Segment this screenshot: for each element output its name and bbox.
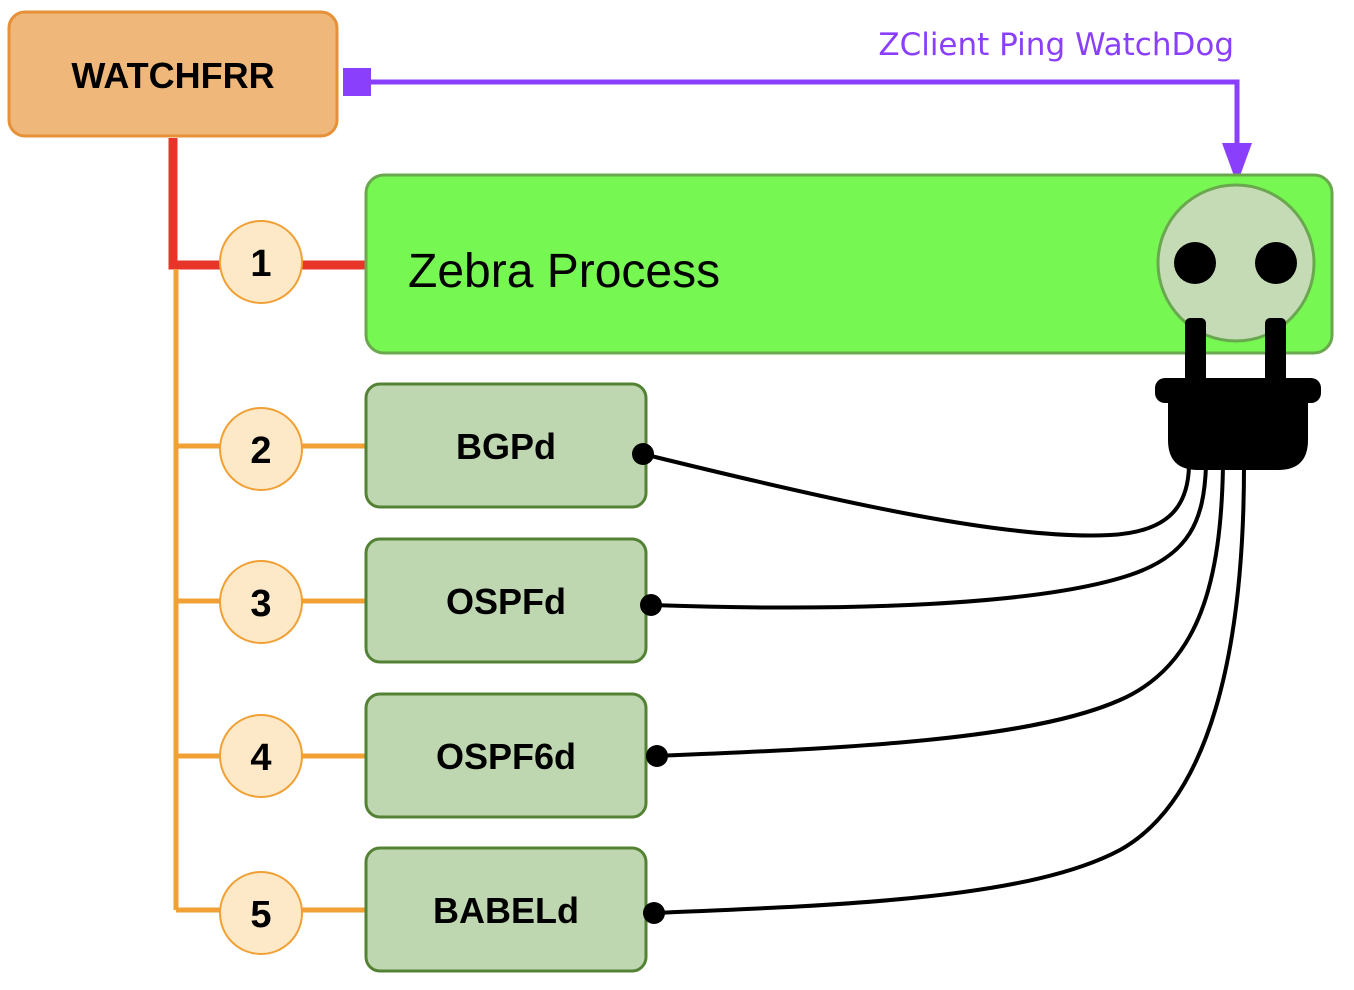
ping-link-line <box>368 79 1240 150</box>
power-plug-icon <box>1155 318 1321 470</box>
daemon-label: OSPF6d <box>436 736 576 777</box>
ping-link-label: ZClient Ping WatchDog <box>878 27 1234 63</box>
badge-3: 3 <box>219 560 303 644</box>
badge-number: 4 <box>250 737 271 779</box>
badge-1: 1 <box>219 220 303 304</box>
daemon-label: OSPFd <box>446 581 566 622</box>
badge-number: 1 <box>250 243 271 285</box>
badge-2: 2 <box>219 407 303 491</box>
badge-5: 5 <box>219 871 303 955</box>
daemon-babeld: BABELd <box>364 846 648 973</box>
cable-endpoint-babeld <box>643 902 665 924</box>
badge-number: 3 <box>250 583 271 625</box>
cable-endpoint-ospf6d <box>646 745 668 767</box>
zebra-node: Zebra Process <box>364 173 1334 355</box>
ping-link-anchor <box>343 68 371 96</box>
watchfrr-node: WATCHFRR <box>7 10 339 138</box>
cable-endpoint-bgpd <box>632 443 654 465</box>
cable-ospfd <box>650 465 1208 610</box>
daemon-ospf6d: OSPF6d <box>364 692 648 819</box>
watchfrr-label: WATCHFRR <box>71 55 274 96</box>
zclient-cables <box>642 452 1246 915</box>
badge-number: 5 <box>250 894 271 936</box>
ping-link-arrowhead <box>1222 143 1252 184</box>
cable-endpoint-ospfd <box>640 594 662 616</box>
zclient-ping-link: ZClient Ping WatchDog <box>343 27 1252 184</box>
cable-bgpd <box>642 452 1191 538</box>
daemon-bgpd: BGPd <box>364 382 648 509</box>
zebra-label: Zebra Process <box>408 245 720 298</box>
cable-babeld <box>653 465 1246 915</box>
power-socket-icon <box>1156 183 1316 343</box>
cable-endpoints <box>632 443 668 924</box>
daemon-label: BABELd <box>433 890 579 931</box>
daemon-ospfd: OSPFd <box>364 537 648 664</box>
cable-ospf6d <box>656 465 1225 758</box>
daemon-label: BGPd <box>456 426 556 467</box>
badge-4: 4 <box>219 714 303 798</box>
badge-number: 2 <box>250 430 271 472</box>
